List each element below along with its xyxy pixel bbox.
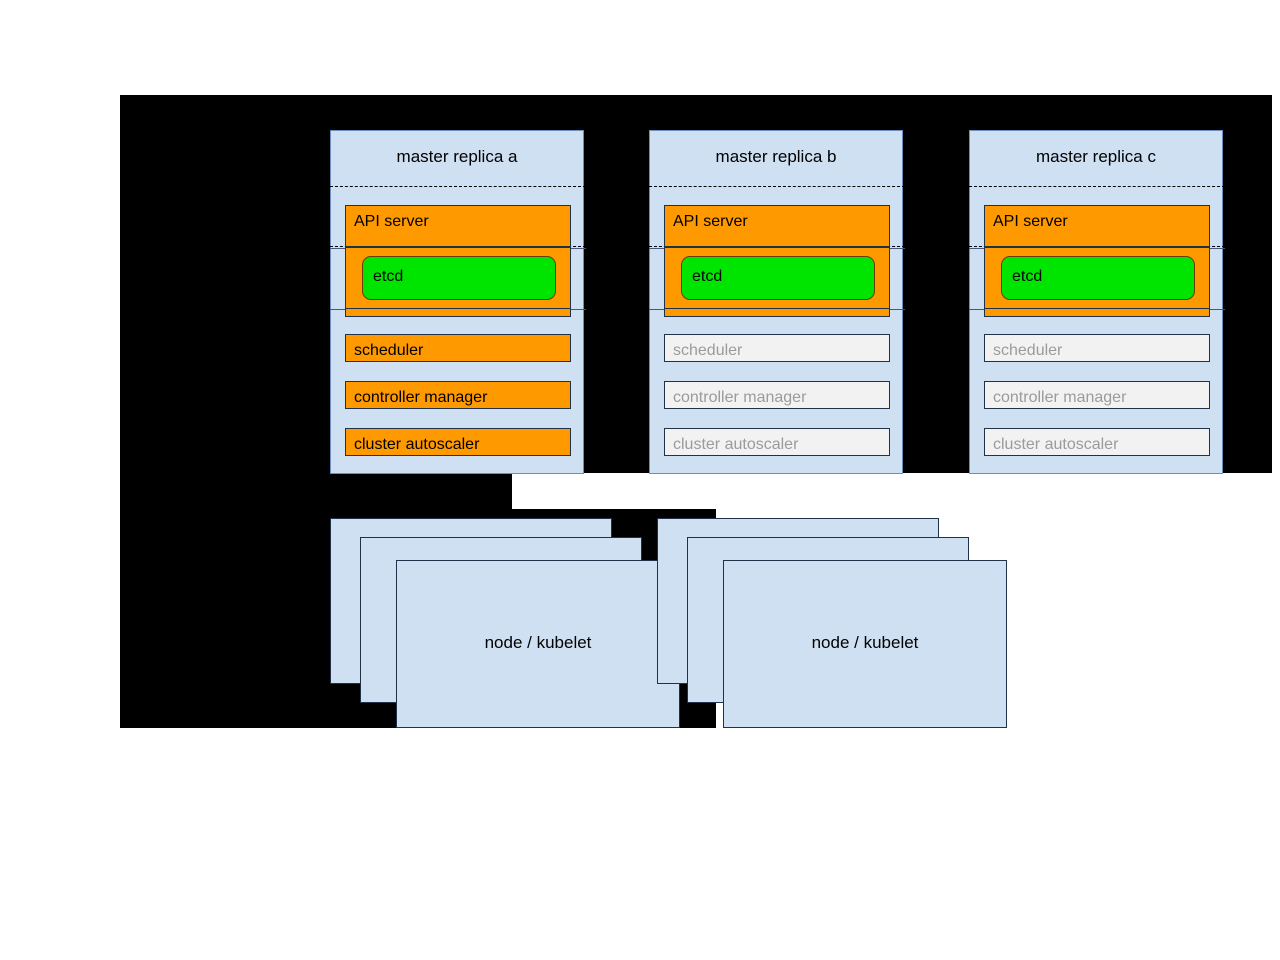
replica-c-controller-manager[interactable]: controller manager: [984, 381, 1210, 409]
replica-b-etcd[interactable]: etcd: [681, 256, 875, 300]
replica-c-cluster-autoscaler[interactable]: cluster autoscaler: [984, 428, 1210, 456]
master-replica-c[interactable]: master replica c API server etcd schedul…: [969, 130, 1225, 474]
replica-b-scheduler[interactable]: scheduler: [664, 334, 890, 362]
replica-c-etcd-foot: [984, 309, 1210, 317]
replica-a-cluster-autoscaler[interactable]: cluster autoscaler: [345, 428, 571, 456]
master-replica-a[interactable]: master replica a API server etcd schedul…: [330, 130, 586, 474]
backdrop-region-middle: [120, 473, 512, 509]
replica-a-etcd-foot: [345, 309, 571, 317]
node-stack-layer-front[interactable]: node / kubelet: [396, 560, 680, 728]
replica-c-api-server[interactable]: API server: [984, 205, 1210, 247]
replica-c-scheduler[interactable]: scheduler: [984, 334, 1210, 362]
replica-b-etcd-foot: [664, 309, 890, 317]
replica-a-divider-top: [330, 186, 586, 187]
master-replica-c-title: master replica c: [1036, 147, 1156, 166]
replica-c-etcd-host: etcd: [984, 247, 1210, 309]
replica-b-etcd-host: etcd: [664, 247, 890, 309]
node-group-2-label: node / kubelet: [811, 633, 919, 652]
replica-b-api-server[interactable]: API server: [664, 205, 890, 247]
node-group-1-label: node / kubelet: [484, 633, 592, 652]
node-stack-layer-front[interactable]: node / kubelet: [723, 560, 1007, 728]
master-replica-b[interactable]: master replica b API server etcd schedul…: [649, 130, 905, 474]
replica-a-etcd[interactable]: etcd: [362, 256, 556, 300]
replica-a-scheduler[interactable]: scheduler: [345, 334, 571, 362]
replica-b-divider-top: [649, 186, 905, 187]
replica-c-etcd[interactable]: etcd: [1001, 256, 1195, 300]
replica-b-controller-manager[interactable]: controller manager: [664, 381, 890, 409]
master-replica-a-title: master replica a: [396, 147, 518, 166]
replica-b-cluster-autoscaler[interactable]: cluster autoscaler: [664, 428, 890, 456]
replica-a-etcd-host: etcd: [345, 247, 571, 309]
replica-a-controller-manager[interactable]: controller manager: [345, 381, 571, 409]
master-replica-b-title: master replica b: [715, 147, 837, 166]
replica-c-divider-top: [969, 186, 1225, 187]
replica-a-api-server[interactable]: API server: [345, 205, 571, 247]
